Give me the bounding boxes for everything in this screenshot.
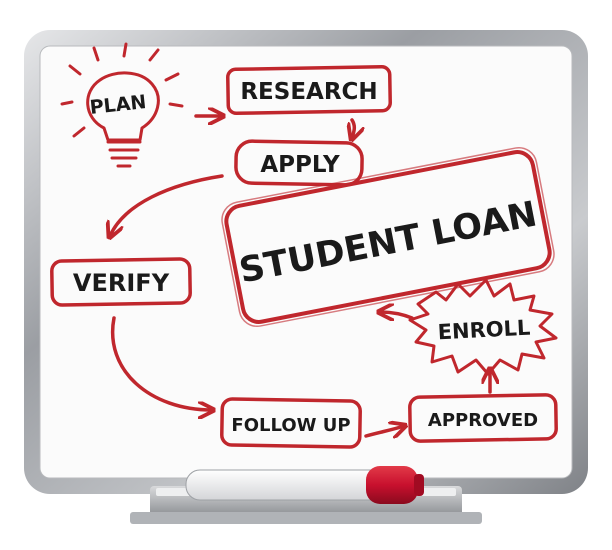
flow-arrows [110, 116, 490, 436]
research-label: RESEARCH [240, 79, 377, 105]
verify-step: VERIFY [50, 257, 192, 307]
approved-step: APPROVED [408, 393, 558, 443]
approved-label: APPROVED [428, 410, 538, 431]
verify-label: VERIFY [73, 269, 170, 297]
arrow-verify-to-follow-up [110, 316, 212, 410]
lightbulb-icon [60, 42, 184, 168]
whiteboard [24, 30, 588, 494]
enroll-label: ENROLL [437, 316, 531, 345]
enroll-step: ENROLL [408, 278, 558, 376]
arrow-research-to-apply [352, 118, 354, 138]
follow-up-step: FOLLOW UP [220, 397, 362, 449]
follow-up-label: FOLLOW UP [231, 415, 350, 436]
arrow-enroll-to-student-loan [380, 312, 414, 318]
apply-label: APPLY [260, 152, 340, 178]
arrow-follow-up-to-approved [364, 426, 404, 436]
arrow-apply-to-verify [110, 174, 224, 236]
apply-step: APPLY [234, 139, 364, 187]
red-marker[interactable] [185, 466, 424, 504]
research-step: RESEARCH [226, 64, 392, 116]
